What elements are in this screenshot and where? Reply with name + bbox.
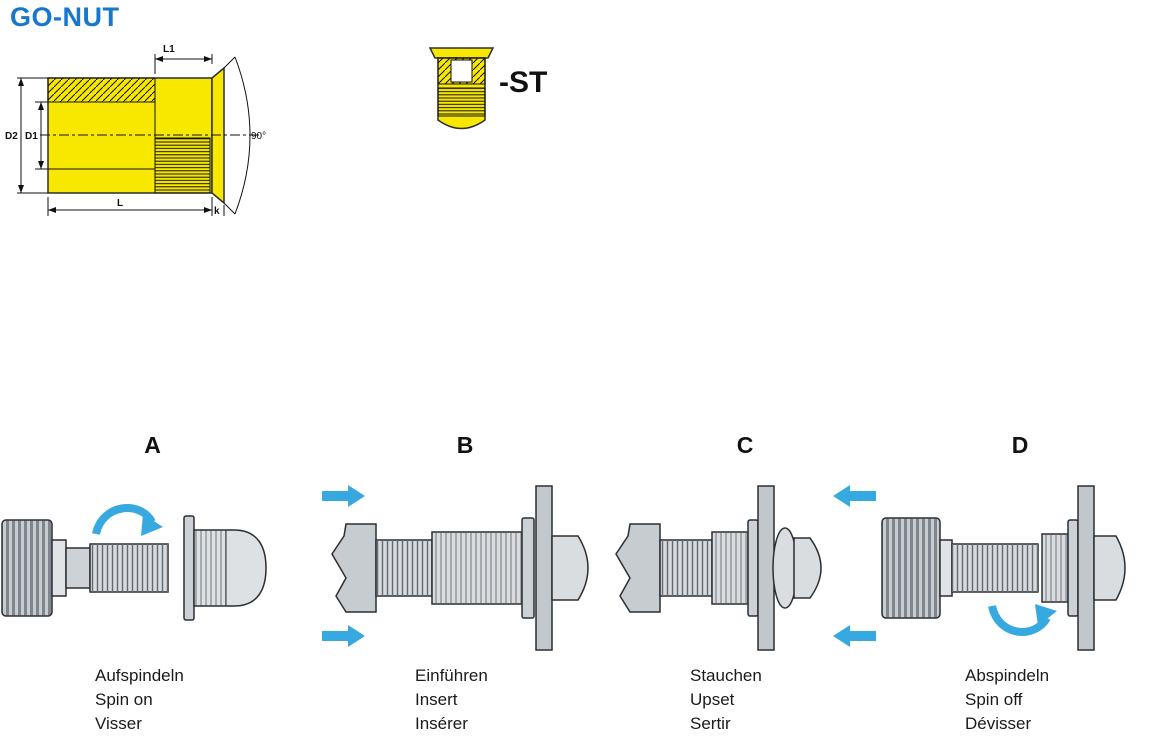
step-b-illustration <box>322 485 589 651</box>
installation-step-a: A Aufspindeln Spin on Visser <box>0 428 305 736</box>
nut-flange <box>1067 519 1079 617</box>
spin-on-rotation-arrow-icon <box>92 504 163 536</box>
caption-line-de: Einführen <box>415 666 488 685</box>
insert-arrow-bottom-icon <box>322 625 365 647</box>
nut-flange <box>183 515 195 621</box>
caption-line-de: Abspindeln <box>965 666 1050 685</box>
nut-blind-end <box>1093 535 1126 601</box>
step-b-caption: Einführen Insert Insérer <box>320 664 610 736</box>
workpiece-plate <box>757 485 775 651</box>
step-a-caption: Aufspindeln Spin on Visser <box>0 664 305 736</box>
nut-flange <box>747 519 759 617</box>
step-c-illustration <box>615 485 876 651</box>
caption-line-en: Spin on <box>95 690 153 709</box>
nut-flange <box>521 517 535 619</box>
caption-line-en: Insert <box>415 690 458 709</box>
caption-line-de: Aufspindeln <box>95 666 184 685</box>
step-d-caption: Abspindeln Spin off Dévisser <box>880 664 1160 736</box>
caption-line-fr: Sertir <box>690 714 731 733</box>
dim-k-label: k <box>214 206 220 217</box>
workpiece-plate <box>535 485 553 651</box>
step-b-letter: B <box>456 432 474 458</box>
caption-line-en: Upset <box>690 690 735 709</box>
caption-line-fr: Insérer <box>415 714 468 733</box>
caption-line-fr: Visser <box>95 714 142 733</box>
tool-head <box>331 523 377 613</box>
caption-line-fr: Dévisser <box>965 714 1032 733</box>
knurl-zone <box>154 137 211 194</box>
installation-step-b: B Einführen Insert Insérer <box>320 428 610 736</box>
dim-d2-label: D2 <box>5 131 18 142</box>
nut-blind-end <box>793 537 822 599</box>
tool-head <box>615 523 661 613</box>
step-c-caption: Stauchen Upset Sertir <box>610 664 880 736</box>
upset-arrow-bottom-icon <box>833 625 876 647</box>
step-a-letter: A <box>144 432 161 458</box>
step-c-letter: C <box>736 432 754 458</box>
dim-d1-label: D1 <box>25 131 38 142</box>
installation-step-c: C Stauchen Upset Sertir <box>610 428 880 736</box>
angle-label: 90° <box>251 131 266 142</box>
workpiece-plate <box>1077 485 1095 651</box>
rivet-nut-product-icon <box>428 47 495 130</box>
installation-step-d: D Abspindeln Spin off Dévisser <box>880 428 1160 736</box>
page-title: GO-NUT <box>10 2 120 32</box>
product-knurl <box>437 87 486 117</box>
nut-blind-end <box>551 535 589 601</box>
step-d-letter: D <box>1011 432 1029 458</box>
step-a-illustration <box>1 504 267 621</box>
bore-opening <box>450 59 473 83</box>
variant-label: -ST <box>499 66 548 99</box>
caption-line-de: Stauchen <box>690 666 762 685</box>
tool-shaft <box>65 547 91 589</box>
upset-arrow-top-icon <box>833 485 876 507</box>
thread-hatch <box>47 77 156 103</box>
caption-line-en: Spin off <box>965 690 1023 709</box>
spin-off-rotation-arrow-icon <box>988 604 1057 636</box>
rivet-nut-technical-drawing: 90° L1 D2 D1 L k <box>5 44 266 217</box>
dim-l1-label: L1 <box>163 44 175 55</box>
countersink-arc <box>234 56 251 215</box>
dim-l-label: L <box>117 198 123 209</box>
step-d-illustration <box>881 485 1126 651</box>
insert-arrow-top-icon <box>322 485 365 507</box>
